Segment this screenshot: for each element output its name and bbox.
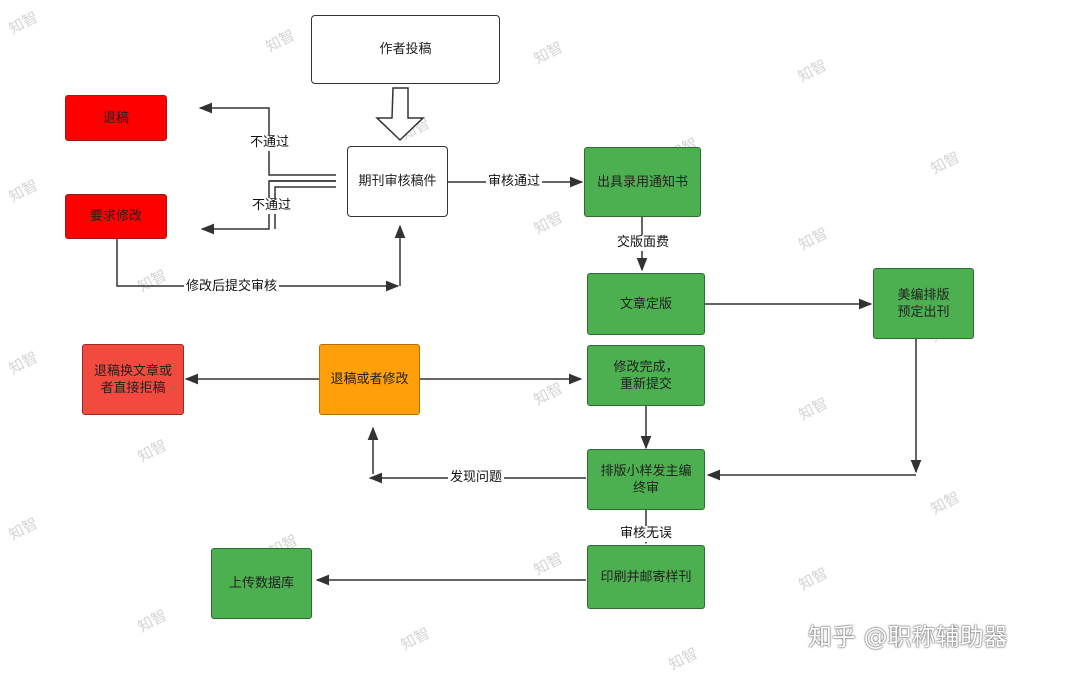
edge-label-resubmit: 修改后提交审核: [184, 279, 280, 295]
edge-label-review-ok: 审核无误: [618, 526, 675, 542]
node-upload-db: 上传数据库: [211, 548, 312, 619]
node-proof-final: 排版小样发主编 终审: [587, 449, 705, 510]
node-finalize: 文章定版: [587, 273, 705, 335]
edge-label-issue-found: 发现问题: [448, 470, 505, 486]
node-revise-done: 修改完成， 重新提交: [587, 345, 705, 406]
brand-watermark: 知乎 @职称辅助器: [808, 623, 1008, 651]
edge-label-pay-fee: 交版面费: [615, 235, 672, 251]
node-print-mail: 印刷并邮寄样刊: [587, 545, 705, 609]
node-typeset-schedule: 美编排版 预定出刊: [873, 268, 974, 339]
edge-label-not-pass-2: 不通过: [250, 198, 294, 214]
block-arrow: [375, 87, 425, 142]
node-reject-or-change: 退稿换文章或 者直接拒稿: [82, 344, 184, 415]
node-author-submit: 作者投稿: [311, 15, 500, 84]
node-reject-or-revise: 退稿或者修改: [319, 344, 420, 415]
node-request-revise: 要求修改: [65, 194, 167, 239]
node-acceptance-notice: 出具录用通知书: [584, 147, 701, 217]
node-reject: 退稿: [65, 95, 167, 141]
edge-label-not-pass-1: 不通过: [248, 135, 292, 151]
edge-label-review-pass: 审核通过: [486, 174, 543, 190]
node-journal-review: 期刊审核稿件: [347, 146, 448, 217]
